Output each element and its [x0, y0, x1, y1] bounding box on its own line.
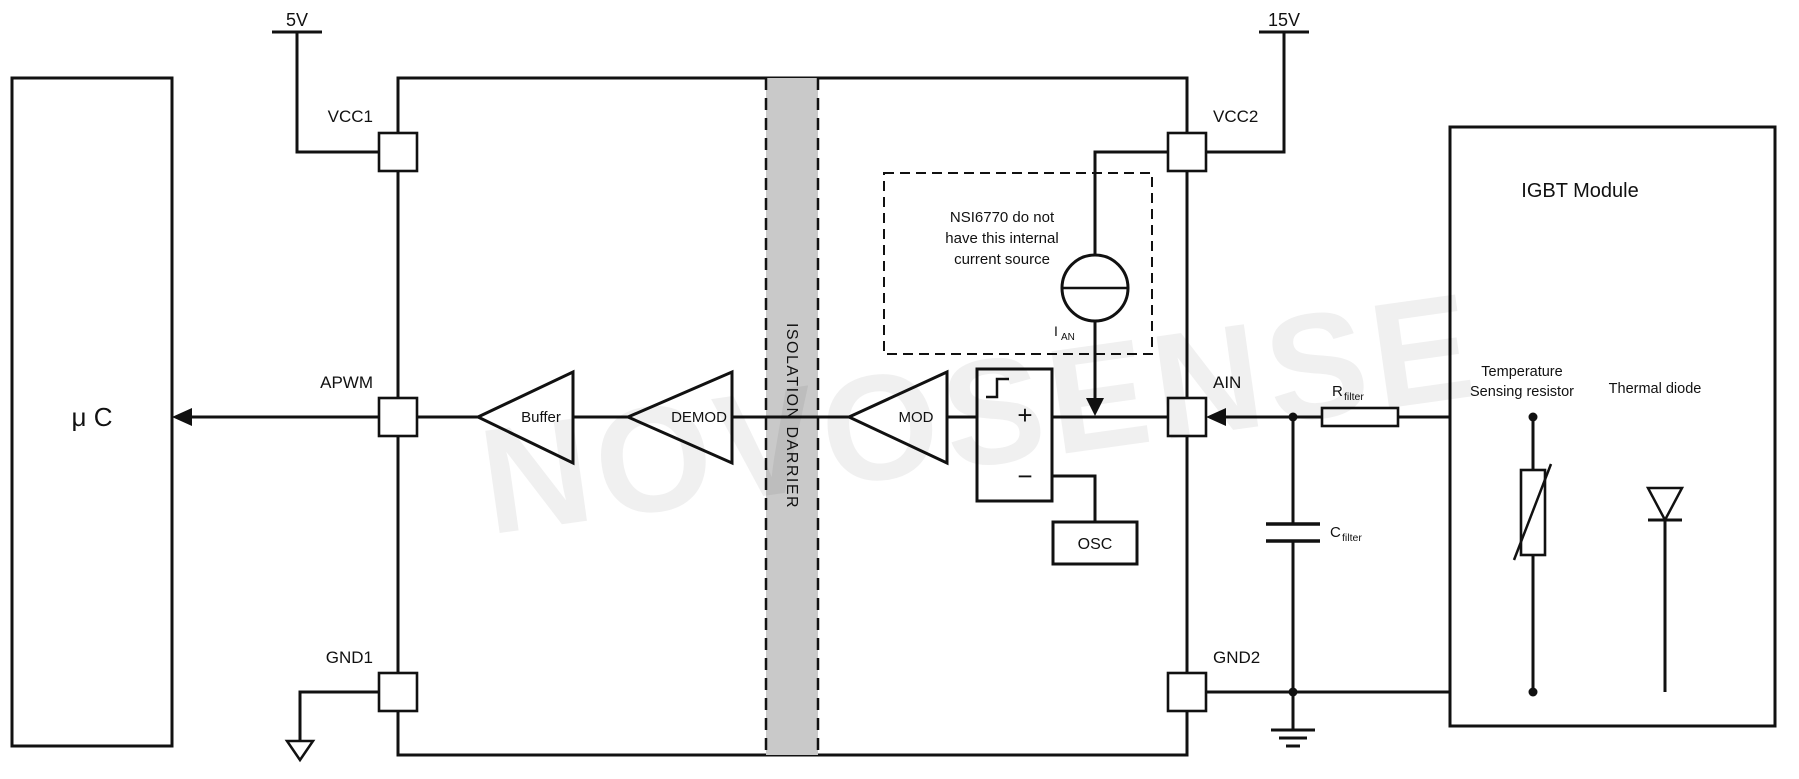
ain-input-arrowhead [1206, 408, 1226, 426]
wire-comparator-to-osc [1052, 474, 1097, 522]
pin-label-apwm: APWM [320, 373, 373, 392]
supply-5v: 5V [272, 10, 379, 154]
demod-block: DEMOD [624, 369, 734, 466]
gnd1-ground [284, 690, 379, 763]
hysteresis-icon [986, 377, 1009, 399]
cfilter-label-sub: filter [1342, 532, 1362, 544]
earth-ground-symbol [1271, 728, 1315, 748]
current-source-arrowhead [1086, 398, 1104, 416]
wire-5v-to-vcc1 [295, 32, 379, 154]
mcu-block: μ C [10, 76, 174, 748]
note-line-2: have this internal [945, 230, 1058, 247]
pin-label-gnd1: GND1 [326, 648, 373, 667]
pin-label-gnd2: GND2 [1213, 648, 1260, 667]
demod-label: DEMOD [671, 409, 727, 426]
comparator-minus-label: − [1017, 461, 1032, 491]
thermistor-label-line2: Sensing resistor [1470, 384, 1574, 400]
ian-label-sub: AN [1061, 332, 1075, 343]
pin-label-ain: AIN [1213, 373, 1241, 392]
ground-triangle-symbol [284, 739, 316, 763]
wire-15v-to-vcc2 [1206, 32, 1286, 154]
thermistor-diagonal [1512, 463, 1553, 561]
note-line-1: NSI6770 do not [950, 209, 1055, 226]
pin-apwm [377, 396, 419, 438]
supply-15v-label: 15V [1268, 10, 1300, 30]
junction-dot-thermistor-bottom [1528, 687, 1538, 697]
buffer-block: Buffer [474, 369, 575, 466]
rfilter-label-sub: filter [1344, 391, 1364, 403]
current-source-note-box [883, 172, 1153, 355]
buffer-triangle [474, 369, 575, 466]
apwm-arrowhead [172, 408, 192, 426]
osc-block: OSC [1051, 474, 1139, 566]
mcu-box [10, 76, 174, 748]
rfilter-label-base: R [1332, 383, 1343, 400]
pin-vcc2 [1166, 131, 1208, 173]
current-source-section: NSI6770 do not have this internal curren… [883, 150, 1168, 416]
igbt-module: IGBT Module Temperature Sensing resistor… [1448, 125, 1777, 728]
thermal-diode-triangle [1645, 486, 1685, 523]
mod-label: MOD [899, 409, 934, 426]
pin-vcc1 [377, 131, 419, 173]
thermistor-label-line1: Temperature [1481, 364, 1562, 380]
mcu-label: μ C [72, 402, 113, 432]
demod-triangle [624, 369, 734, 466]
ian-label-base: I [1054, 323, 1058, 339]
supply-5v-label: 5V [286, 10, 308, 30]
comparator-plus-label: + [1017, 400, 1032, 430]
osc-box [1051, 520, 1139, 566]
buffer-label: Buffer [521, 409, 561, 426]
mod-triangle [845, 369, 949, 466]
apwm-output [172, 408, 379, 426]
wire-gnd1 [298, 690, 379, 741]
supply-15v: 15V [1206, 10, 1309, 154]
thermal-diode-label: Thermal diode [1609, 381, 1702, 397]
pin-label-vcc1: VCC1 [328, 107, 373, 126]
pin-gnd2 [1166, 671, 1208, 713]
pin-gnd1 [377, 671, 419, 713]
note-line-3: current source [954, 251, 1050, 268]
comparator-box [975, 367, 1054, 503]
osc-label: OSC [1078, 536, 1113, 553]
pin-label-vcc2: VCC2 [1213, 107, 1258, 126]
mod-block: MOD [845, 369, 949, 466]
comparator-block: + − [975, 367, 1054, 503]
wire-vcc2-to-current-source [1093, 150, 1168, 255]
igbt-module-box [1448, 125, 1777, 728]
cfilter-label-base: C [1330, 524, 1341, 541]
igbt-module-title: IGBT Module [1521, 180, 1638, 202]
